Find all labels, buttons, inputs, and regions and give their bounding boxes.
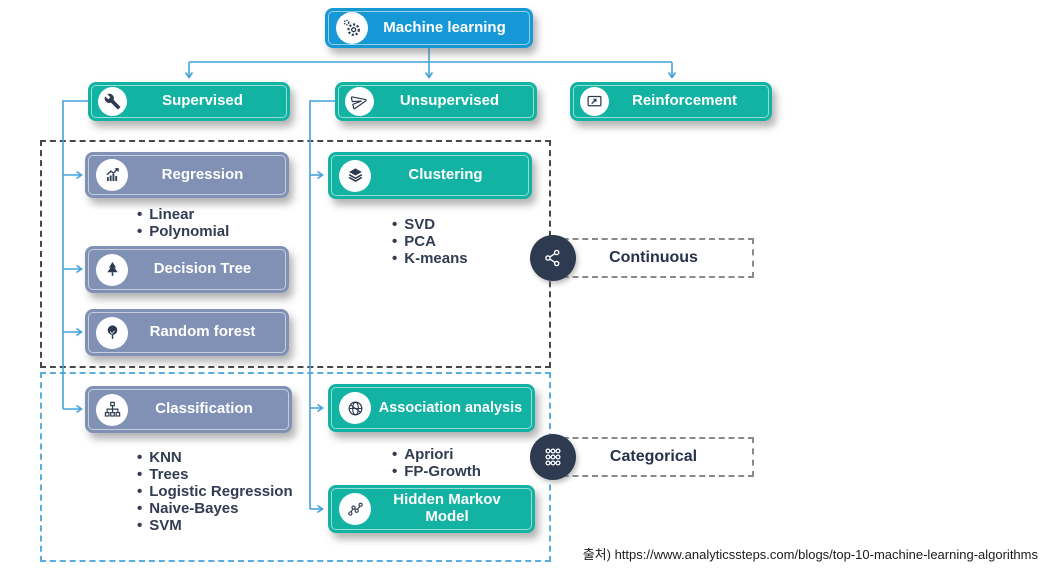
node-label: Association analysis <box>378 399 523 416</box>
regression-algorithm-list: Linear Polynomial <box>137 206 229 240</box>
categorical-badge-frame: Categorical <box>553 437 754 477</box>
node-label: Unsupervised <box>399 92 500 110</box>
node-unsupervised: Unsupervised <box>335 82 537 121</box>
node-label: Hidden Markov Model <box>393 491 501 525</box>
list-item: Naive-Bayes <box>137 500 293 517</box>
list-item: Apriori <box>392 446 481 463</box>
node-label: Random forest <box>149 323 256 341</box>
badge-label: Categorical <box>609 448 698 465</box>
list-item: K-means <box>392 250 467 267</box>
source-note: 출처) https://www.analyticssteps.com/blogs… <box>582 547 1038 562</box>
continuous-badge-frame: Continuous <box>553 238 754 278</box>
list-item: Polynomial <box>137 223 229 240</box>
node-association-analysis: Association analysis <box>328 384 535 432</box>
pine-tree-icon <box>96 253 128 286</box>
categorical-badge: Categorical <box>530 434 756 480</box>
paper-plane-icon <box>345 87 374 116</box>
node-random-forest: Random forest <box>85 309 289 356</box>
classification-algorithm-list: KNN Trees Logistic Regression Naive-Baye… <box>137 449 293 534</box>
node-regression: Regression <box>85 152 289 198</box>
globe-icon <box>339 392 371 424</box>
presentation-chart-icon <box>580 87 609 116</box>
list-item: KNN <box>137 449 293 466</box>
node-machine-learning: Machine learning <box>325 8 533 48</box>
node-label: Regression <box>161 165 244 183</box>
list-item: SVD <box>392 216 468 233</box>
dots-grid-icon <box>530 434 576 480</box>
sitemap-icon <box>96 393 128 426</box>
node-label: Supervised <box>162 92 243 110</box>
association-algorithm-list: Apriori FP-Growth <box>392 446 481 480</box>
list-item: Trees <box>137 466 293 483</box>
node-classification: Classification <box>85 386 292 433</box>
node-decision-tree: Decision Tree <box>85 246 289 293</box>
badge-label: Continuous <box>609 249 698 266</box>
continuous-badge: Continuous <box>530 235 756 281</box>
node-supervised: Supervised <box>88 82 290 121</box>
node-label: Clustering <box>408 166 483 184</box>
node-hidden-markov-model: Hidden Markov Model <box>328 485 535 533</box>
node-label: Machine learning <box>383 18 506 36</box>
list-item: SVM <box>137 517 293 534</box>
gears-icon <box>336 12 368 44</box>
node-label: Classification <box>155 400 253 418</box>
list-item: Logistic Regression <box>137 483 292 500</box>
round-tree-icon <box>96 316 128 349</box>
layers-icon <box>339 159 371 192</box>
bar-chart-arrow-icon <box>96 159 128 191</box>
markov-chain-icon <box>339 493 371 525</box>
wrench-icon <box>98 87 127 116</box>
node-clustering: Clustering <box>328 152 532 199</box>
clustering-algorithm-list: SVD PCA K-means <box>392 216 468 267</box>
node-label: Decision Tree <box>153 260 252 278</box>
list-item: Linear <box>137 206 229 223</box>
list-item: FP-Growth <box>392 463 481 480</box>
list-item: PCA <box>392 233 468 250</box>
node-label: Reinforcement <box>631 92 738 110</box>
node-reinforcement: Reinforcement <box>570 82 772 121</box>
share-icon <box>530 235 576 281</box>
